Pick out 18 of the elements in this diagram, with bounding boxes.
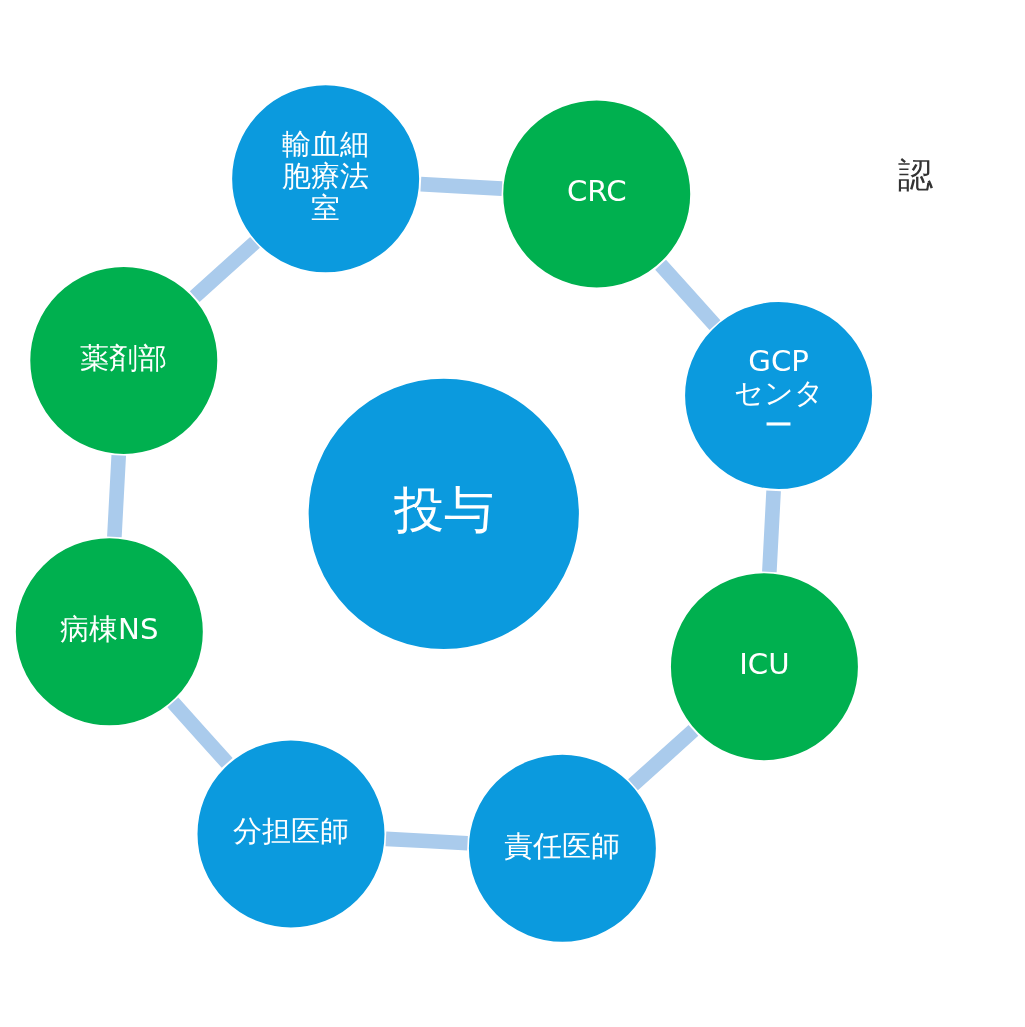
connector — [420, 176, 503, 196]
connector — [189, 236, 260, 303]
connector — [107, 454, 127, 538]
node-circle: 投与 — [305, 375, 582, 652]
node-circle: ICU — [668, 570, 861, 764]
node-circle: 輸血細胞療法室 — [229, 82, 423, 276]
connector — [762, 490, 781, 573]
node-circle: CRC — [500, 97, 694, 291]
label: 認 — [898, 153, 934, 195]
connector — [167, 697, 233, 768]
node-circle: 薬剤部 — [27, 264, 221, 457]
node-circle: GCPセンター — [682, 299, 875, 492]
connector — [385, 831, 468, 851]
node-circle: 分担医師 — [194, 737, 388, 931]
connector — [655, 259, 721, 330]
node-circle: 責任医師 — [465, 751, 659, 945]
node-circle: 病棟NS — [12, 535, 206, 729]
connector — [628, 725, 699, 791]
